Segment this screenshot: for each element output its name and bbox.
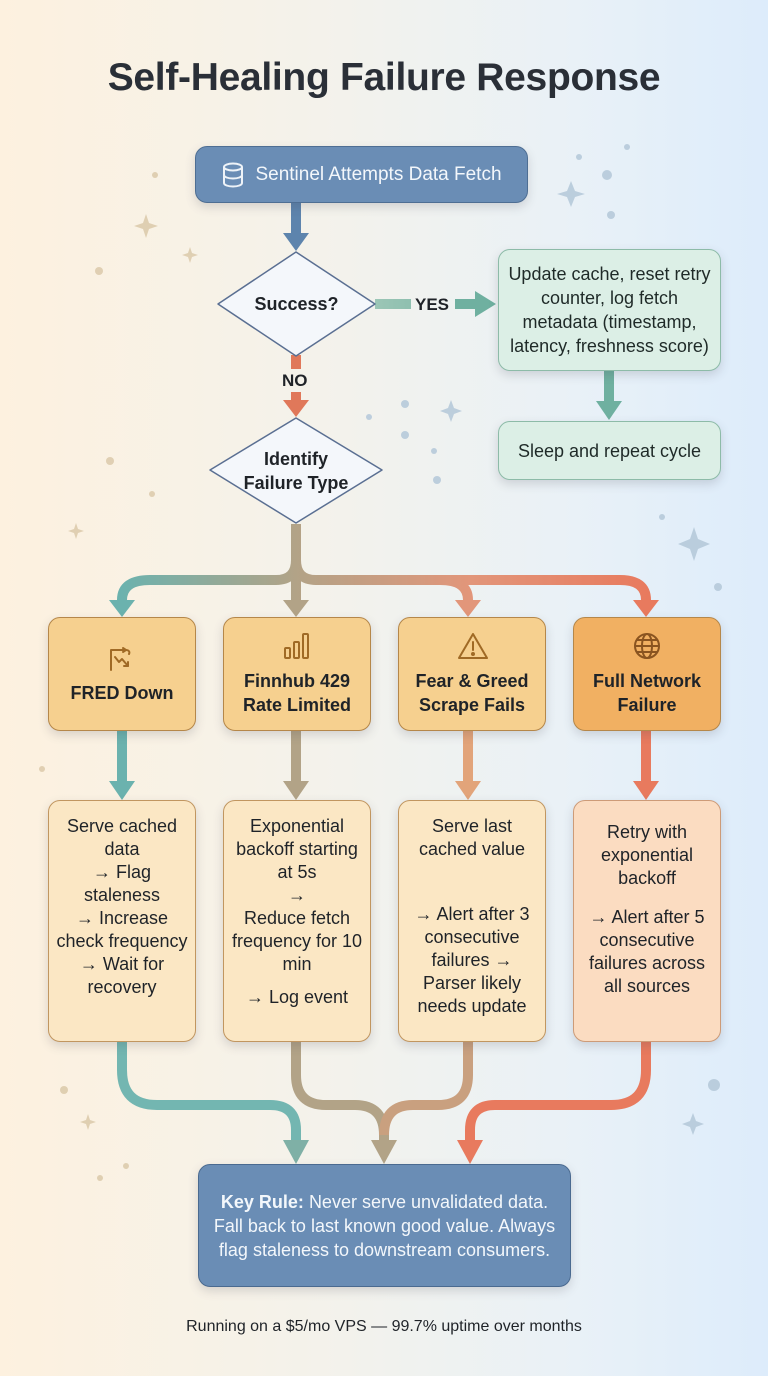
arrowhead-feargreed [455,600,481,617]
action-text: → Increase check frequency [56,908,188,951]
arrowhead-network [633,600,659,617]
failure-fred: FRED Down [48,617,196,731]
failure-finnhub: Finnhub 429 Rate Limited [223,617,371,731]
decision-success-shape [217,251,376,357]
key-rule-body: Never serve unvalidated data. Fall back … [213,1191,556,1260]
action-text: Serve last cached value [418,816,526,859]
decision-failure-line2: Failure Type [243,472,349,493]
success-step-sleep: Sleep and repeat cycle [498,421,721,480]
arrow-no [283,355,309,417]
action-finnhub: Exponential backoff starting at 5s → Red… [223,800,371,1042]
failure-network: Full Network Failure [573,617,721,731]
action-text: → Flag staleness [83,862,161,905]
no-label: NO [282,371,308,390]
decorative-sparkles [39,172,198,1181]
key-rule: Key Rule: Never serve unvalidated data. … [198,1164,571,1287]
decision-failure-label: Identify Failure Type [210,418,382,523]
action-text: → Log event [245,987,349,1007]
decorative-sparkles-blue [366,144,722,1135]
decision-failure: Identify Failure Type [210,418,382,523]
failure-fred-title: FRED Down [70,683,174,703]
fail-to-action-arrows [109,731,659,800]
action-text: → Wait for recovery [79,954,165,997]
decision-failure-shape [209,417,383,524]
arrow-yes [375,291,496,317]
warning-icon [457,631,488,661]
action-feargreed: Serve last cached value → Alert after 3 … [398,800,546,1042]
key-rule-text: Key Rule: Never serve unvalidated data. … [211,1190,558,1262]
action-text: Serve cached data [66,816,178,859]
arrowhead-merge-1 [283,1140,309,1164]
failure-finnhub-title: Finnhub 429 Rate Limited [242,671,352,715]
start-label: Sentinel Attempts Data Fetch [255,163,502,185]
action-text: → [288,885,306,905]
action-text: → Alert after 5 consecutive failures acr… [588,907,706,996]
footer-note: Running on a $5/mo VPS — 99.7% uptime ov… [186,1318,582,1335]
failure-feargreed-title: Fear & Greed Scrape Fails [415,671,529,715]
branch-connectors [117,524,651,604]
failure-network-title: Full Network Failure [592,671,701,715]
decision-success-label: Success? [254,294,339,314]
arrowhead-fred [109,600,135,617]
decision-success: Success? [218,252,375,356]
database-icon [221,162,245,188]
action-text: → Alert after 3 consecutive failures → P… [414,904,530,1016]
start-node: Sentinel Attempts Data Fetch [195,146,528,203]
arrowhead-finnhub [283,600,309,617]
merge-connectors [117,1042,651,1144]
key-rule-label: Key Rule: [220,1191,304,1212]
action-text: Retry with exponential backoff [600,822,694,888]
decision-failure-line1: Identify [263,448,328,469]
arrowhead-merge-3 [457,1140,483,1164]
action-text: Reduce fetch frequency for 10 min [231,908,363,974]
action-fred: Serve cached data → Flag staleness → Inc… [48,800,196,1042]
trend-down-icon [107,643,137,673]
bar-chart-icon [282,631,312,661]
arrow-start-to-success [283,203,309,251]
action-network: Retry with exponential backoff → Alert a… [573,800,721,1042]
failure-feargreed: Fear & Greed Scrape Fails [398,617,546,731]
page-title: Self-Healing Failure Response [107,56,661,99]
globe-icon [632,631,662,661]
yes-label: YES [415,295,450,314]
success-step-update: Update cache, reset retry counter, log f… [498,249,721,371]
arrowhead-merge-2 [371,1140,397,1164]
arrow-update-to-sleep [596,371,622,420]
action-text: Exponential backoff starting at 5s [236,816,358,882]
